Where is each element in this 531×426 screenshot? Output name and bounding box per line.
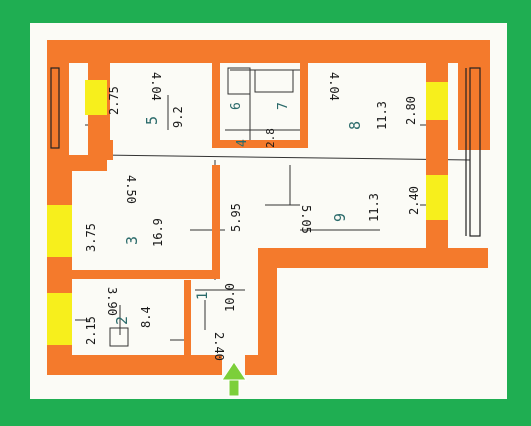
plan-linework: [75, 67, 471, 347]
room-2-side-dim: 2.15: [84, 316, 98, 345]
room-9-area: 11.3: [367, 193, 381, 222]
room-9-number: 9: [331, 213, 349, 222]
room-3-number: 3: [123, 236, 141, 245]
balconies: [50, 67, 481, 237]
window: [426, 82, 448, 120]
room-1-number: 1: [195, 292, 211, 300]
room-4-number: 4: [235, 139, 250, 147]
room-1-area: 10.0: [223, 283, 237, 312]
room-4: 4 2.8: [235, 128, 277, 148]
room-8-area: 11.3: [375, 101, 389, 130]
room-2: 2.15 3.90 2 8.4: [84, 287, 153, 345]
room-2-area: 8.4: [139, 306, 153, 328]
room-3: 3.75 4.50 3 16.9: [84, 175, 165, 252]
room-5-number: 5: [143, 116, 161, 125]
window: [85, 80, 107, 115]
windows: [47, 80, 448, 345]
room-2-ceiling: 3.90: [105, 287, 119, 316]
room-2-number: 2: [113, 316, 131, 325]
room-8-ceiling: 4.04: [327, 72, 341, 101]
entrance-arrow-icon: [221, 361, 247, 397]
room-8-side-dim: 2.80: [404, 96, 418, 125]
room-3-ceiling: 4.50: [124, 175, 138, 204]
window: [47, 205, 72, 257]
room-7-number: 7: [276, 102, 291, 110]
room-1: 1 10.0 2.40: [195, 283, 237, 361]
room-6-number: 6: [229, 102, 244, 110]
room-8-number: 8: [346, 121, 364, 130]
room-8: 4.04 8 11.3 2.80: [327, 72, 418, 130]
room-5-side-dim: 2.75: [107, 86, 121, 115]
room-5: 2.75 5 9.2 4.04: [107, 72, 185, 130]
room-9-ceiling: 5.05: [299, 205, 313, 234]
room-5-area: 9.2: [171, 106, 185, 128]
room-3-area: 16.9: [151, 218, 165, 247]
room-5-ceiling: 4.04: [149, 72, 163, 101]
corridor-dim: 5.95: [229, 203, 243, 232]
room-9-side-dim: 2.40: [407, 186, 421, 215]
room-9: 5.05 9 11.3 2.40: [299, 186, 421, 234]
window: [426, 175, 448, 220]
room-3-side-dim: 3.75: [84, 223, 98, 252]
window: [47, 293, 72, 345]
room-4-area: 2.8: [264, 128, 277, 148]
room-1-ceiling: 2.40: [212, 332, 226, 361]
